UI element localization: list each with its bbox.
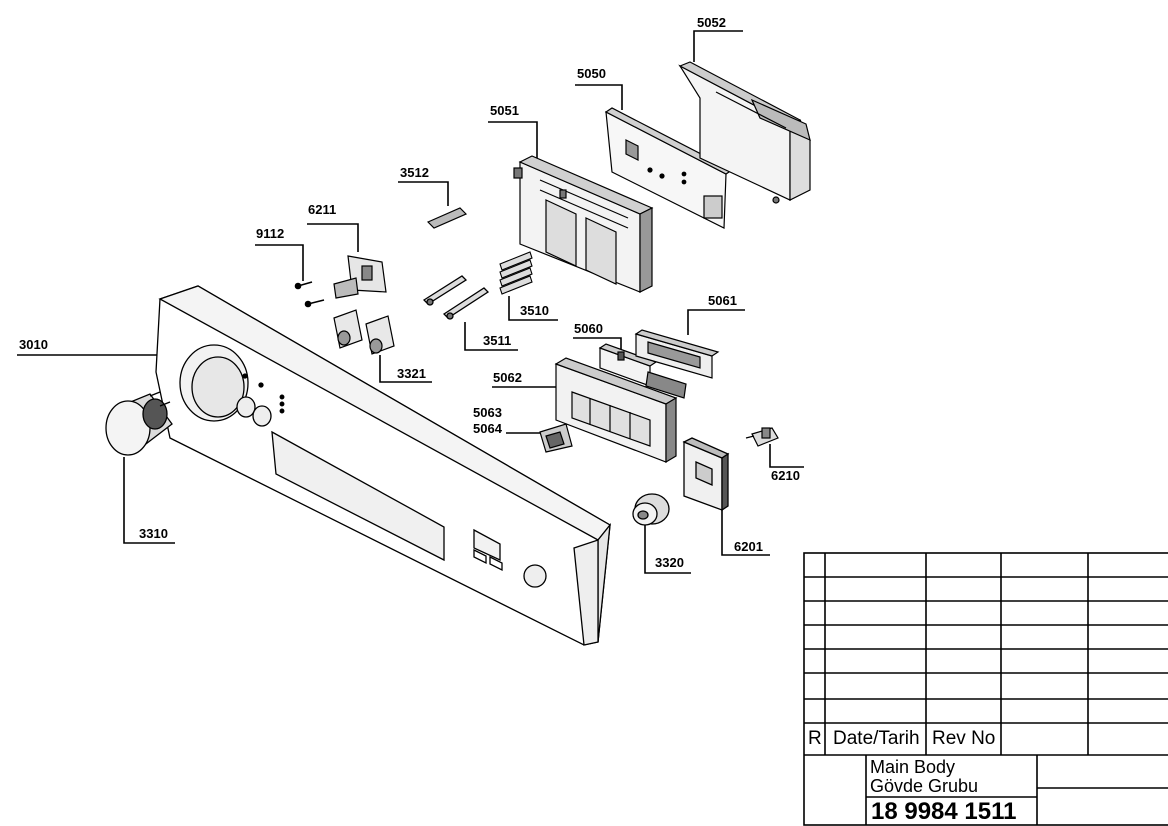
callout-3510: 3510 [520,303,549,318]
callout-5052: 5052 [697,15,726,30]
frame-5051 [513,155,654,293]
callout-5063: 5063 [473,405,502,420]
switches-3321 [333,309,395,355]
callout-3321: 3321 [397,366,426,381]
callout-5061: 5061 [708,293,737,308]
callout-5064: 5064 [473,421,502,436]
title-block [803,552,1168,826]
callout-5051: 5051 [490,103,519,118]
revision-r-header: R [808,728,822,749]
housing-5052 [678,61,811,204]
callout-6210: 6210 [771,468,800,483]
callout-3511: 3511 [483,333,512,348]
screws-9112 [294,281,325,308]
connector-6210 [745,427,779,447]
clip-3512 [426,207,468,229]
callout-5060: 5060 [574,321,603,336]
display-5061 [634,329,720,379]
assembly-name-en: Main Body [870,757,956,777]
front-panel-3010 [155,285,611,646]
callout-6211: 6211 [308,202,337,217]
callout-9112: 9112 [256,226,285,241]
callout-3320: 3320 [655,555,684,570]
callout-6201: 6201 [734,539,763,554]
revision-number-header: Rev No [932,728,996,749]
callout-3310: 3310 [139,526,168,541]
assembly-name-tr: Gövde Grubu [870,776,979,796]
clip-5063-5064 [539,423,573,453]
rods-3511 [422,275,490,320]
callout-5062: 5062 [493,370,522,385]
button-3320 [632,493,670,526]
callout-3512: 3512 [400,165,429,180]
knob-3310 [105,391,173,456]
cover-6201 [682,437,730,512]
pcb-holder-5062 [554,357,678,464]
callout-3010: 3010 [19,337,48,352]
callout-5050: 5050 [577,66,606,81]
part-number: 18 9984 1511 [871,798,1017,825]
revision-date-header: Date/Tarih [833,728,920,749]
light-pipes-3510 [499,251,533,295]
switch-6211 [333,255,387,299]
board-5060 [598,343,687,399]
